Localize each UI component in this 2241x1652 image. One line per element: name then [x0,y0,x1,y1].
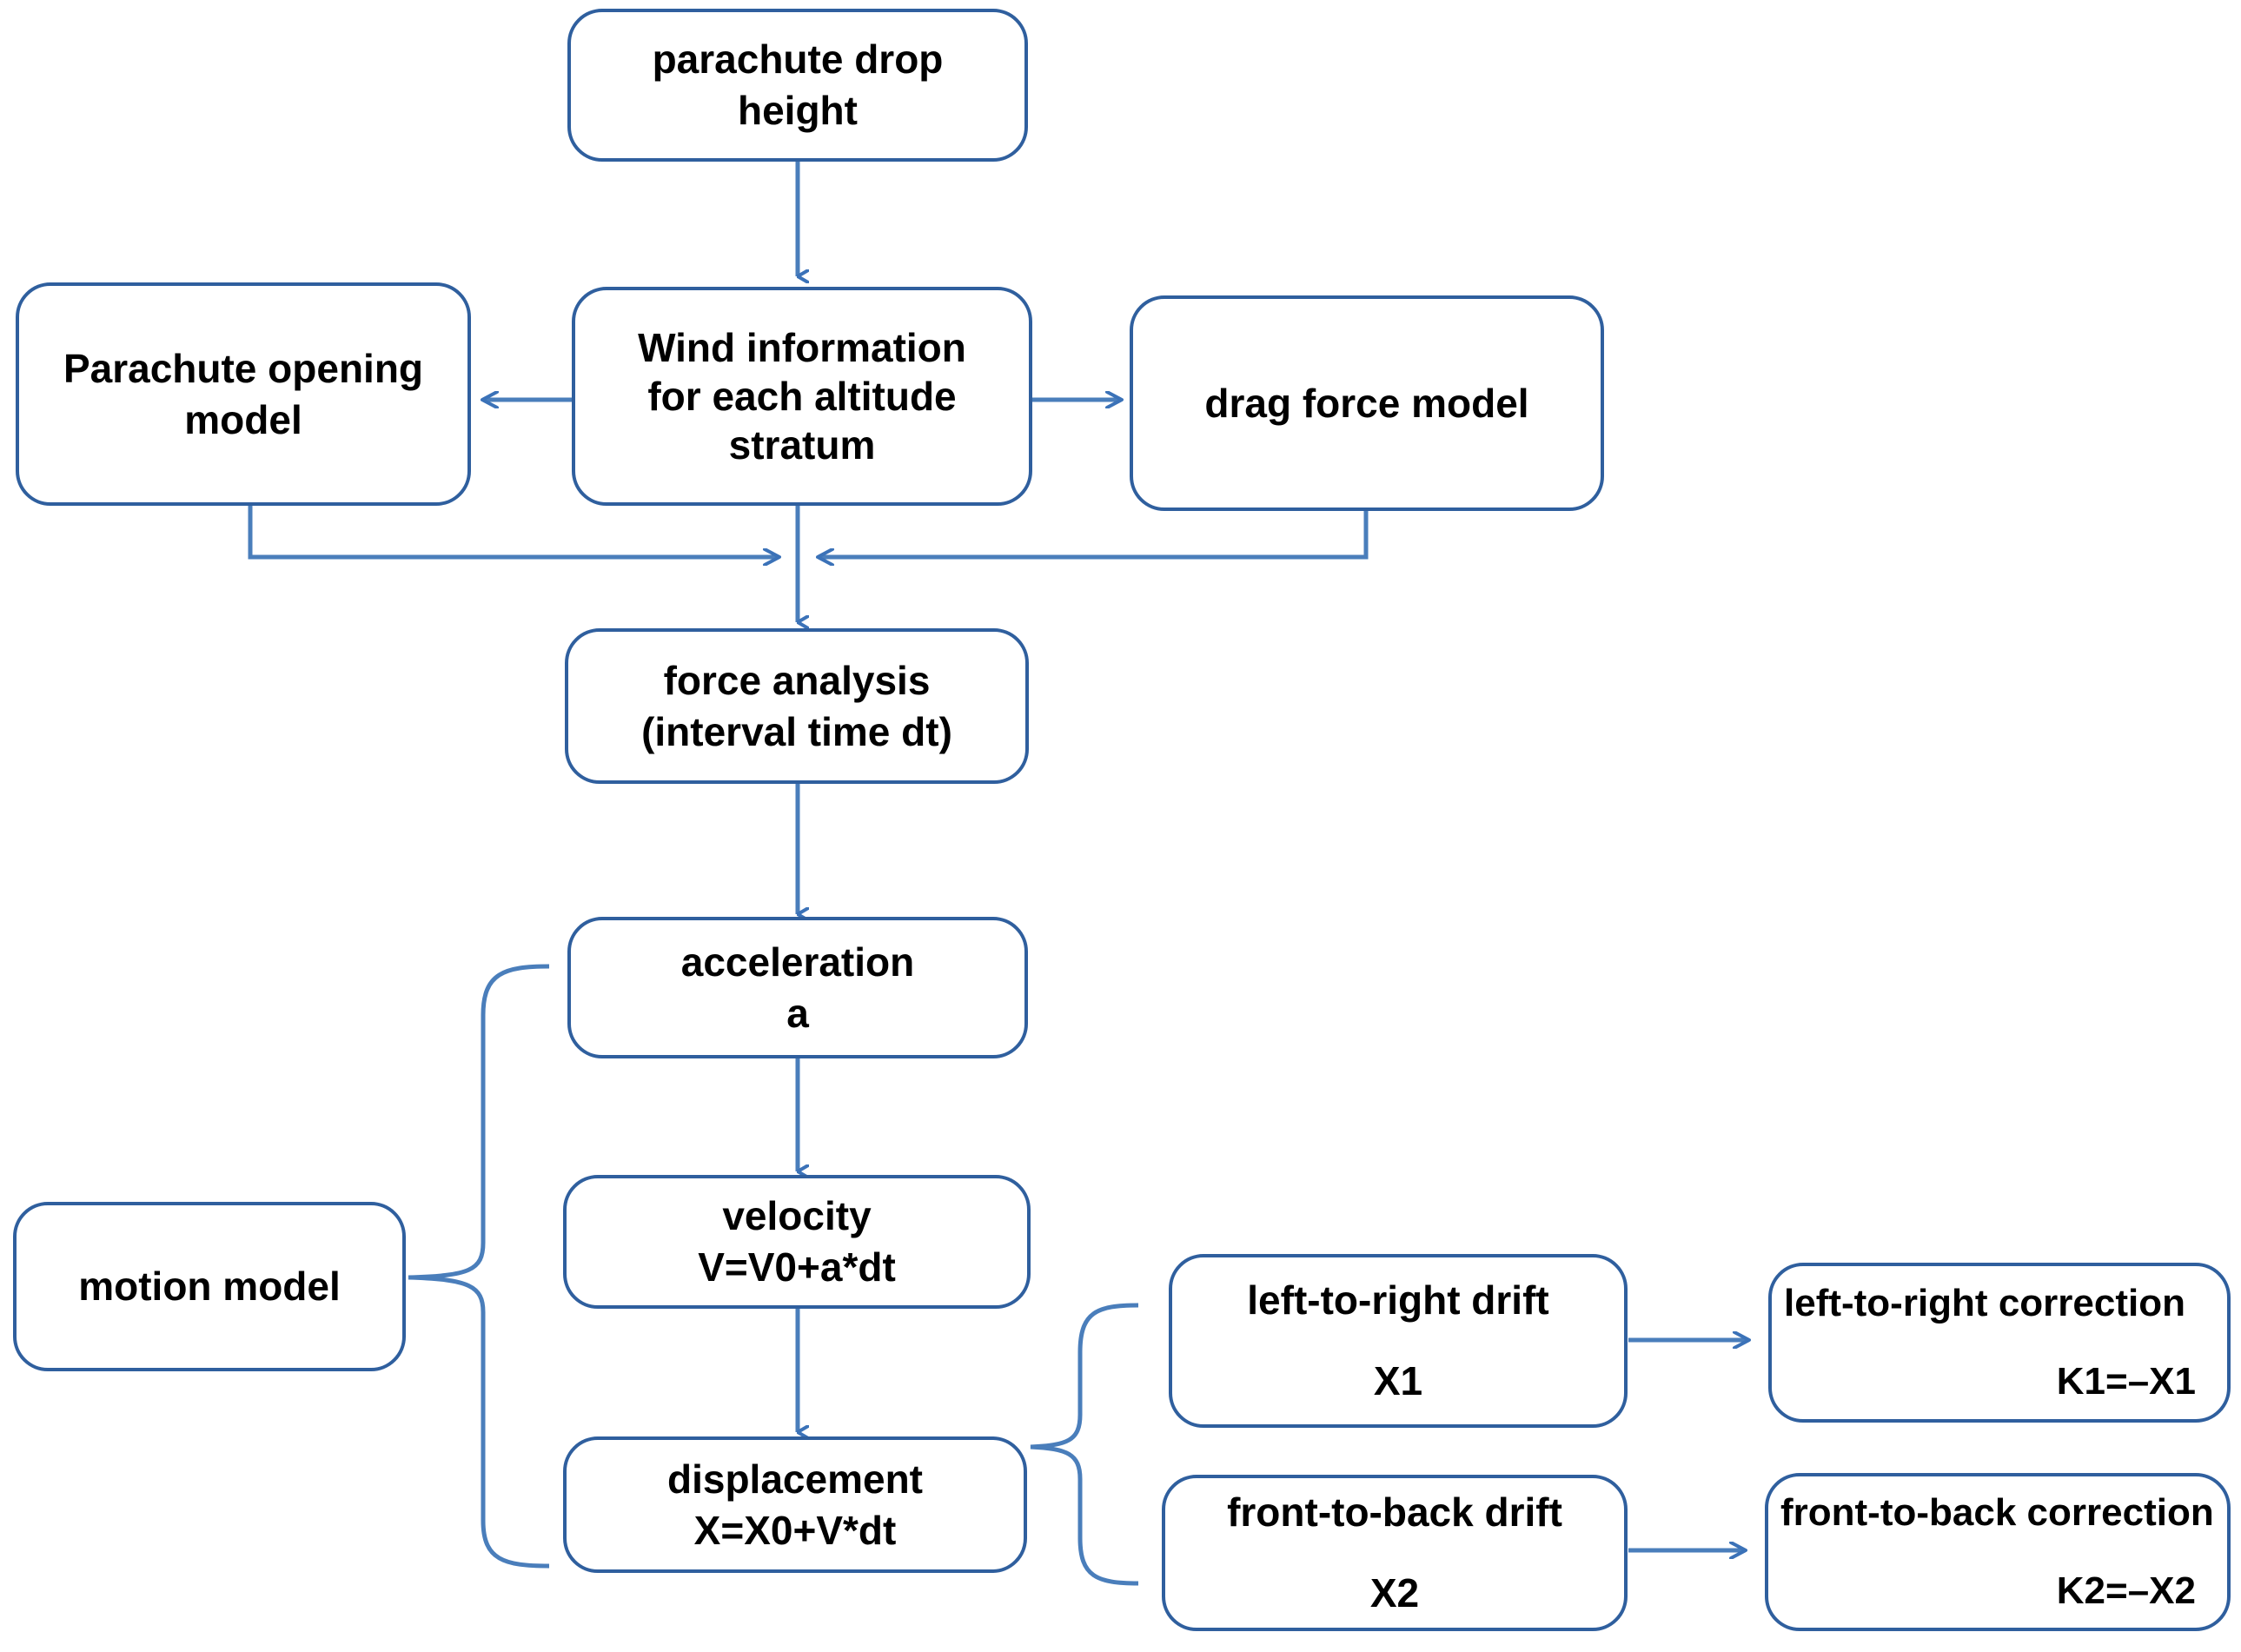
node-parachute-opening-model-line2: model [184,396,302,442]
node-acceleration[interactable]: acceleration a [567,917,1028,1058]
node-motion-model[interactable]: motion model [13,1202,406,1371]
node-front-to-back-drift-line1: front-to-back drift [1227,1489,1562,1536]
node-motion-model-line1: motion model [78,1264,341,1310]
node-acceleration-line2: a [786,990,809,1036]
connector-opening-model-to-merge [248,506,779,557]
node-front-to-back-drift[interactable]: front-to-back drift X2 [1162,1475,1628,1631]
node-velocity-line2: V=V0+a*dt [698,1244,896,1290]
node-left-to-right-drift[interactable]: left-to-right drift X1 [1169,1254,1628,1428]
node-force-analysis-line1: force analysis [663,657,931,703]
node-parachute-opening-model-line1: Parachute opening [63,345,424,391]
connector-displacement-drift-brace [1030,1303,1139,1586]
node-wind-information-line2: for each altitude [647,373,957,419]
node-displacement-line1: displacement [667,1456,923,1502]
node-parachute-opening-model[interactable]: Parachute opening model [16,282,471,506]
connector-drag-force-to-merge [819,511,1369,557]
node-acceleration-line1: acceleration [680,939,915,985]
node-displacement[interactable]: displacement X=X0+V*dt [563,1436,1027,1573]
node-force-analysis-line2: (interval time dt) [641,708,952,754]
node-parachute-drop-height[interactable]: parachute drop height [567,9,1028,162]
node-wind-information-line1: Wind information [638,324,966,370]
node-parachute-drop-height-line1: parachute drop [652,36,944,83]
node-front-to-back-correction-line1: front-to-back correction [1780,1490,2214,1534]
node-front-to-back-correction[interactable]: front-to-back correction K2=–X2 [1765,1473,2231,1631]
node-wind-information[interactable]: Wind information for each altitude strat… [572,287,1032,506]
node-force-analysis[interactable]: force analysis (interval time dt) [565,628,1029,784]
connector-motion-model-brace [408,964,550,1569]
node-velocity[interactable]: velocity V=V0+a*dt [563,1175,1031,1309]
node-front-to-back-drift-line2: X2 [1369,1570,1420,1616]
node-left-to-right-correction-line2: K1=–X1 [2056,1360,2196,1403]
node-left-to-right-drift-line2: X1 [1373,1358,1423,1403]
node-drag-force-model-line1: drag force model [1204,380,1529,426]
node-parachute-drop-height-line2: height [738,88,858,133]
node-wind-information-line3: stratum [728,422,876,468]
node-displacement-line2: X=X0+V*dt [693,1507,897,1553]
node-drag-force-model[interactable]: drag force model [1130,295,1604,511]
node-front-to-back-correction-line2: K2=–X2 [2056,1569,2196,1612]
node-left-to-right-correction[interactable]: left-to-right correction K1=–X1 [1768,1263,2231,1423]
node-velocity-line1: velocity [722,1193,872,1239]
node-left-to-right-drift-line1: left-to-right drift [1247,1277,1549,1324]
node-left-to-right-correction-line1: left-to-right correction [1784,1281,2185,1324]
